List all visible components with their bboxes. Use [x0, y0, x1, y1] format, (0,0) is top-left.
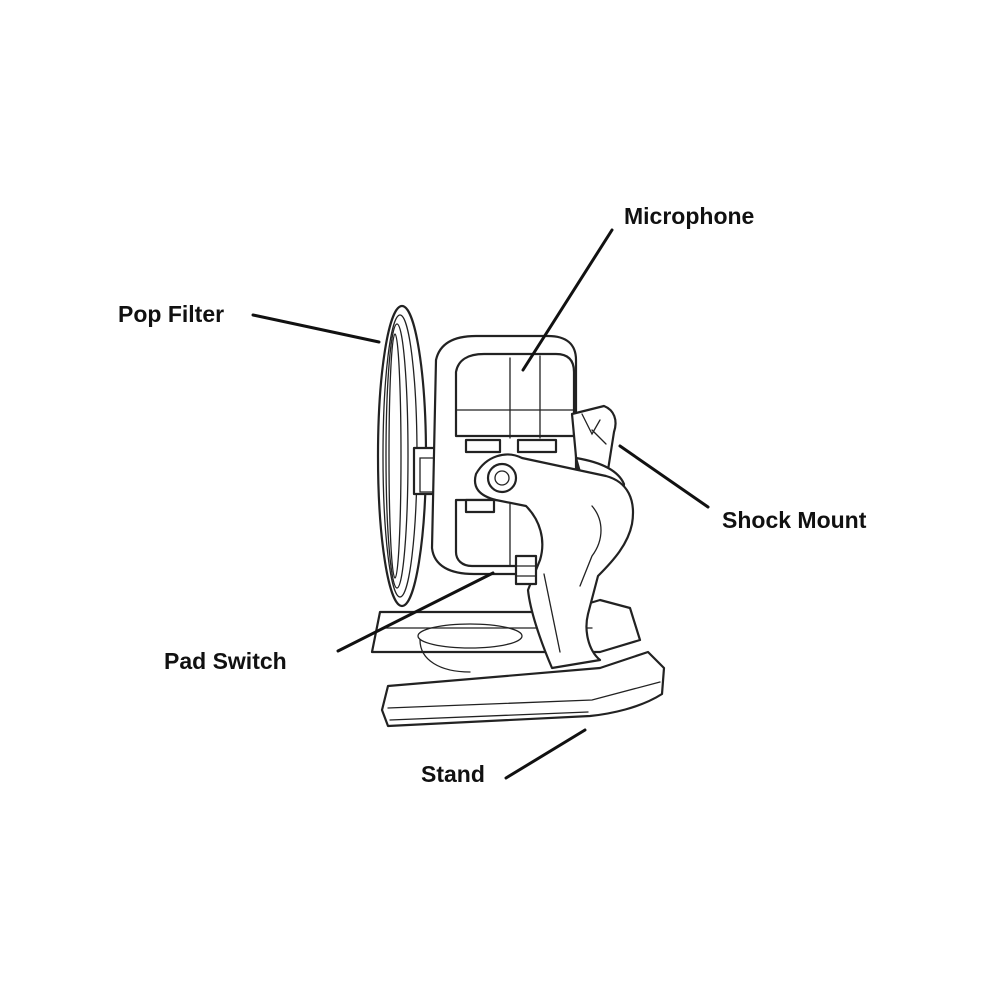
pad-switch	[514, 554, 538, 586]
leader-microphone	[521, 228, 614, 372]
label-microphone: Microphone	[624, 203, 755, 229]
label-pop-filter: Pop Filter	[118, 301, 225, 327]
label-stand: Stand	[421, 761, 485, 787]
leader-stand	[504, 728, 587, 780]
stand-arm	[473, 453, 634, 670]
leader-pop-filter	[251, 313, 381, 344]
leader-pad-switch	[336, 571, 495, 653]
label-pad-switch: Pad Switch	[164, 648, 287, 674]
leader-shock-mount	[618, 444, 710, 509]
label-shock-mount: Shock Mount	[722, 507, 867, 533]
stand-base-rear	[370, 598, 642, 673]
pop-filter	[376, 304, 428, 608]
stand-base-front	[380, 650, 666, 728]
